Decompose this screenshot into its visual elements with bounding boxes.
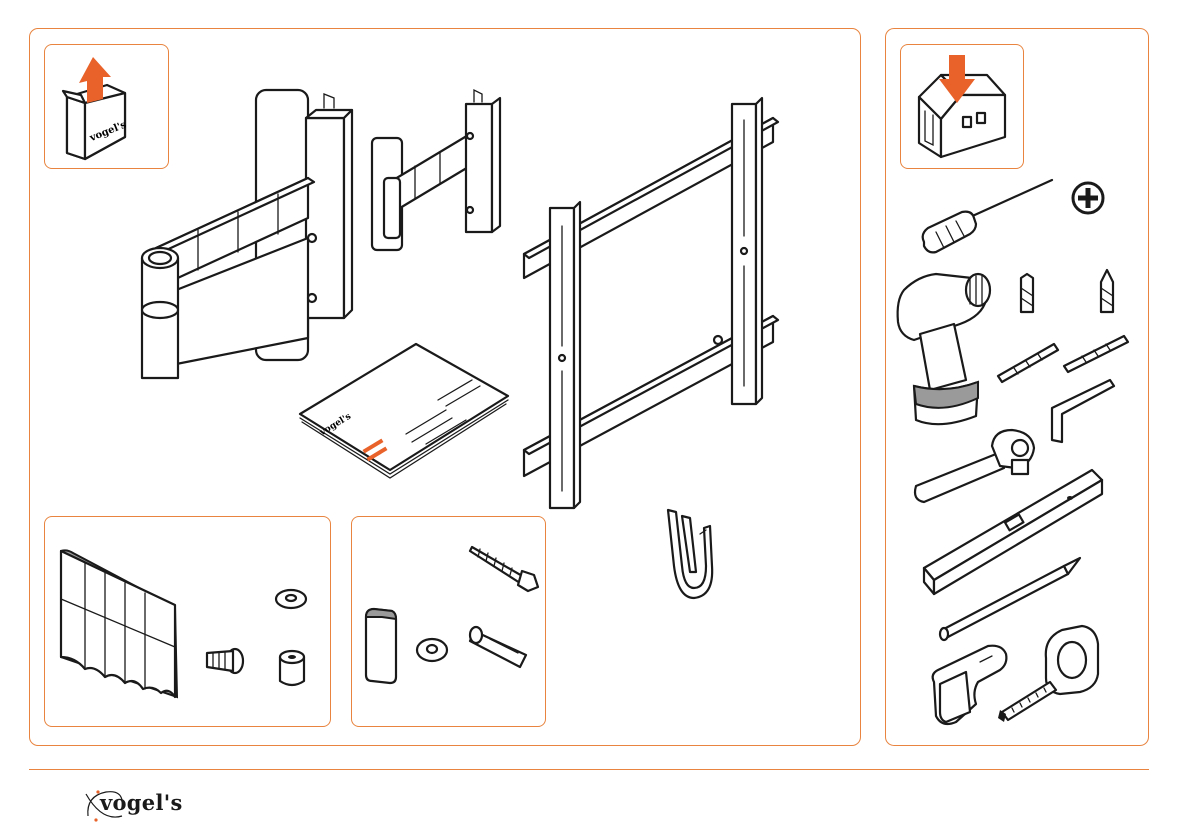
manual-part: vogel's (296, 340, 511, 480)
wall-plate-arm-part (370, 86, 510, 256)
cover-strip-part (362, 607, 400, 685)
masonry-bit-tool (1016, 272, 1038, 318)
wall-plug-part (468, 621, 536, 671)
phillips-head-icon (1070, 180, 1106, 216)
screwdriver-tool (918, 174, 1058, 262)
hardware-bag-a (44, 516, 331, 727)
washer-part (273, 587, 309, 611)
cable-clip-part (660, 506, 720, 602)
hex-key-tool (1044, 378, 1118, 446)
house-with-down-arrow-icon (901, 45, 1025, 170)
washer-b-part (414, 635, 450, 665)
wood-bit-tool (1096, 268, 1118, 318)
indoor-mount-icon-box (900, 44, 1024, 169)
drill-bit-tool-2 (1060, 334, 1130, 376)
tape-measure-tool (998, 622, 1102, 724)
footer-rule (29, 769, 1149, 770)
spacer-bag-part (57, 547, 187, 707)
spacer-part (277, 649, 307, 689)
drill-tool (890, 270, 1002, 430)
wood-screw-part (468, 541, 544, 593)
logo-text: vogel's (100, 790, 183, 815)
bolt-part (203, 645, 247, 677)
tv-bracket-part (518, 96, 783, 516)
hardware-bag-b (351, 516, 546, 727)
vogels-logo: vogel's (80, 784, 210, 824)
